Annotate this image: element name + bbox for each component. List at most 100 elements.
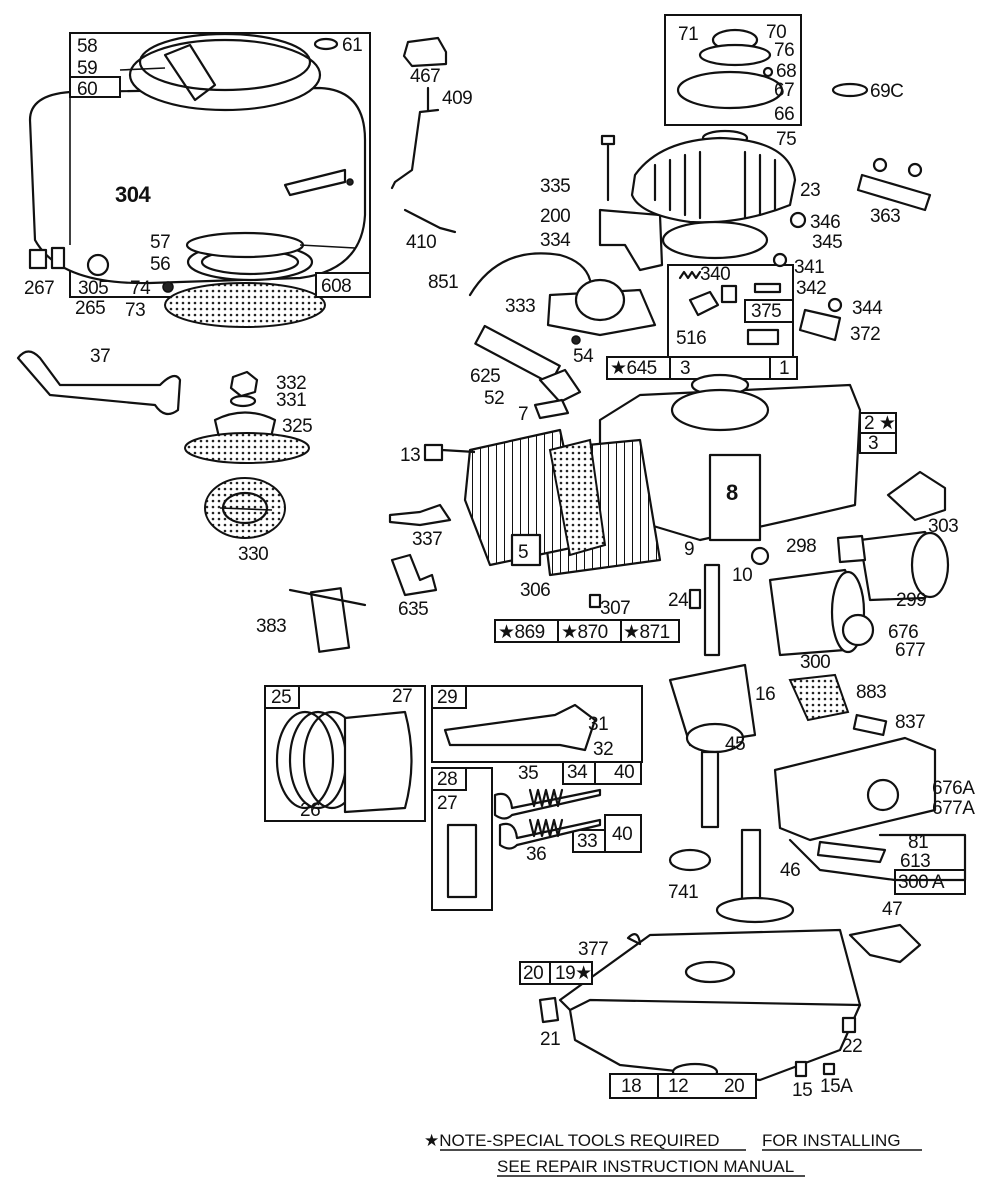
cylinder-group [388,356,897,643]
box-66 [664,14,802,126]
rewind-starter-shape [128,38,322,112]
knob-467-shape [402,36,448,68]
label-837: 837 [895,712,925,733]
tool-383-group [288,587,367,653]
label-635: 635 [398,599,428,620]
spark-plug-337 [388,503,452,527]
label-75: 75 [776,129,796,150]
label-66: 66 [774,104,794,125]
label-46: 46 [780,860,800,881]
label-332: 332 [276,373,306,394]
label-19: 19★ [555,963,592,984]
label-54: 54 [573,346,594,367]
carb-333-bowl [574,278,626,322]
washer-331-shape [229,394,257,408]
label-869: ★869 [498,622,545,643]
label-337: 337 [412,529,442,550]
label-305: 305 [78,278,108,299]
blower-housing-shape [28,86,367,285]
label-383: 383 [256,616,286,637]
deflector-676-shape [841,613,875,647]
bolt-267-shape [28,248,48,270]
tool-383-body [309,587,351,653]
label-299: 299 [896,590,926,611]
clamp-372-shape [798,308,842,342]
label-372: 372 [850,324,880,345]
block-340-shape [720,284,738,304]
box-25-label [264,685,300,709]
muffler-300a-body [773,736,937,842]
label-34: 34 [567,762,588,783]
label-5: 5 [518,542,528,563]
pin-24-shape [688,588,702,610]
label-68: 68 [776,61,796,82]
label-409: 409 [442,88,472,109]
label-35: 35 [518,763,538,784]
muffler-group [768,470,950,657]
sump-bearing [684,960,736,984]
label-363: 363 [870,206,900,227]
bracket-363-group [856,157,932,212]
muffler-300a-group [773,736,967,895]
piston-group [264,685,643,911]
label-341: 341 [794,257,824,278]
label-676a: 676A [932,778,975,799]
label-7: 7 [518,404,528,425]
part-labels: 58 59 60 61 304 57 56 608 74 73 267 305 … [24,22,976,1101]
label-52: 52 [484,388,504,409]
flywheel-group [630,14,869,260]
label-300: 300 [800,652,830,673]
filter-325-base [184,432,310,464]
spring-340 [678,270,702,280]
note-line1-a: ★NOTE-SPECIAL TOOLS REQUIRED [424,1131,720,1150]
label-16: 16 [755,684,775,705]
rotating-screen-shape [164,282,326,328]
label-883: 883 [856,682,886,703]
label-25: 25 [271,687,291,708]
box-40b [604,814,642,853]
elbow-635-shape [390,553,438,597]
plate-5-shape [510,533,542,567]
label-340: 340 [700,264,730,285]
label-28: 28 [437,769,457,790]
label-345: 345 [812,232,842,253]
label-330: 330 [238,544,268,565]
label-342: 342 [796,278,826,299]
label-741: 741 [668,882,698,903]
label-61: 61 [342,35,362,56]
label-56: 56 [150,254,170,275]
screw-54-shape [571,335,581,345]
tool-383-bar [288,588,367,607]
screen-67-shape [676,70,784,110]
label-27b: 27 [437,793,457,814]
box-375-label [744,299,794,323]
box-19 [549,961,593,985]
label-13: 13 [400,445,420,466]
label-47: 47 [882,899,902,920]
label-9: 9 [684,539,694,560]
label-307: 307 [600,598,630,619]
spring-35 [528,788,564,808]
housing-screw-hole [346,178,354,186]
carburetor-group [468,134,664,420]
label-298: 298 [786,536,816,557]
label-677a: 677A [932,798,975,819]
crankshaft-16-web [668,663,757,747]
label-31: 31 [588,714,608,735]
link-410-shape [403,208,457,234]
elbow-303-shape [886,470,947,522]
armature-345-shape [661,220,769,260]
box-25 [264,685,426,822]
label-33: 33 [577,831,597,852]
washer-69c-shape [831,82,869,98]
screw-10-shape [750,546,770,566]
starter-rope-line [119,67,166,71]
label-516: 516 [676,328,706,349]
box-29 [431,685,643,763]
bracket-37-shape [16,350,182,416]
label-15a: 15A [820,1076,853,1097]
pulley-plate-57 [185,231,305,259]
cam-group [668,828,922,964]
label-37: 37 [90,346,110,367]
label-67: 67 [774,80,794,101]
